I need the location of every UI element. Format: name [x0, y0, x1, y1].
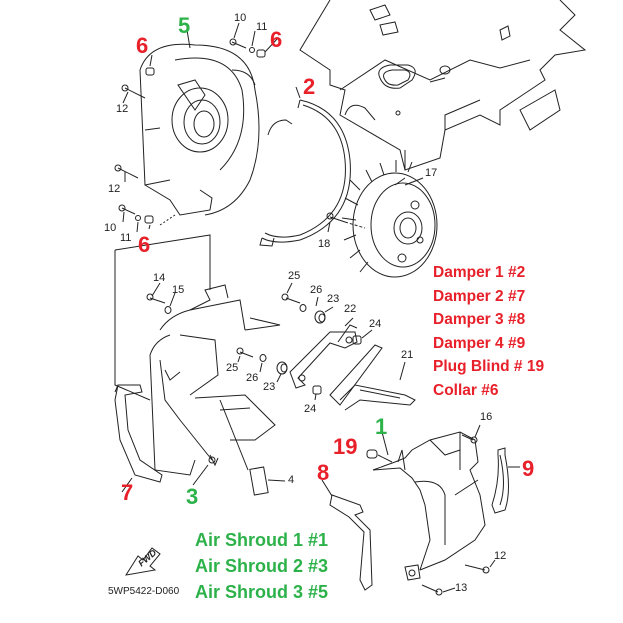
part-number-label: 25 — [288, 270, 301, 282]
part-number-label: 4 — [288, 474, 295, 486]
part-number-label: 17 — [425, 167, 438, 179]
callout-6-right-top: 6 — [270, 27, 283, 52]
bolts-middle — [147, 294, 325, 374]
legend-item: Plug Blind # 19 — [433, 358, 545, 375]
legend-item: Air Shroud 2 #3 — [195, 556, 329, 576]
part-number-label: 26 — [310, 284, 323, 296]
legend-item: Collar #6 — [433, 381, 499, 399]
damper-part-7 — [115, 385, 162, 482]
legend-item: Air Shroud 3 #5 — [195, 582, 329, 602]
link-brackets — [290, 325, 415, 410]
legend-air-shrouds: Air Shroud 1 #1 Air Shroud 2 #3 Air Shro… — [195, 527, 328, 605]
part-number-label: 23 — [327, 293, 340, 305]
callout-5: 5 — [178, 13, 191, 38]
drawing-code: 5WP5422-D060 — [108, 586, 180, 597]
part-number-label: 24 — [369, 318, 382, 330]
part-number-label: 15 — [172, 284, 185, 296]
callout-19: 19 — [333, 434, 358, 459]
fan-cover-part-5 — [140, 44, 259, 215]
flywheel-part-17 — [342, 160, 437, 277]
part-number-label: 24 — [304, 403, 317, 415]
bracket-assembly — [115, 235, 285, 495]
bolts-lower-right — [422, 425, 495, 595]
damper-part-9 — [492, 448, 520, 513]
part-number-label: 21 — [401, 349, 414, 361]
part-number-label: 23 — [263, 381, 276, 393]
part-number-label: 16 — [480, 411, 493, 423]
part-number-label: 11 — [256, 21, 268, 33]
damper-part-8 — [322, 480, 372, 590]
engine-housing — [300, 0, 585, 170]
part-number-label: 10 — [234, 12, 247, 24]
callout-3: 3 — [186, 484, 199, 509]
part-number-label: 12 — [494, 550, 507, 562]
plug-blind-part-19 — [367, 450, 392, 462]
part-number-label: 10 — [104, 222, 117, 234]
callout-7: 7 — [121, 480, 134, 505]
legend-item: Damper 3 #8 — [433, 311, 526, 328]
part-number-label: 12 — [116, 103, 129, 115]
part-number-label: 14 — [153, 272, 166, 284]
callout-9: 9 — [522, 456, 535, 481]
damper-part-2 — [260, 100, 350, 246]
callout-1: 1 — [375, 414, 388, 439]
callout-2: 2 — [303, 74, 316, 99]
bolts-top — [115, 39, 365, 228]
air-shroud-part-1 — [373, 432, 485, 580]
part-number-label: 22 — [344, 303, 357, 315]
part-number-label: 26 — [246, 372, 259, 384]
part-number-label: 13 — [455, 582, 468, 594]
leader-lines-lower — [122, 283, 405, 492]
legend-item: Air Shroud 1 #1 — [195, 530, 329, 550]
legend-item: Damper 2 #7 — [433, 287, 526, 305]
callout-6-left-top: 6 — [136, 33, 149, 58]
leader-lines — [123, 23, 405, 232]
legend-item: Damper 1 #2 — [433, 264, 526, 281]
legend-dampers: Damper 1 #2 Damper 2 #7 Damper 3 #8 Damp… — [433, 261, 544, 402]
callout-6-lower: 6 — [138, 232, 151, 257]
part-number-label: 11 — [120, 232, 132, 244]
part-number-label: 18 — [318, 238, 331, 250]
callout-8: 8 — [317, 460, 330, 485]
legend-item: Damper 4 #9 — [433, 334, 526, 352]
fwd-arrow-icon — [126, 548, 160, 575]
part-number-label: 12 — [108, 183, 121, 195]
part-number-label: 25 — [226, 362, 239, 374]
